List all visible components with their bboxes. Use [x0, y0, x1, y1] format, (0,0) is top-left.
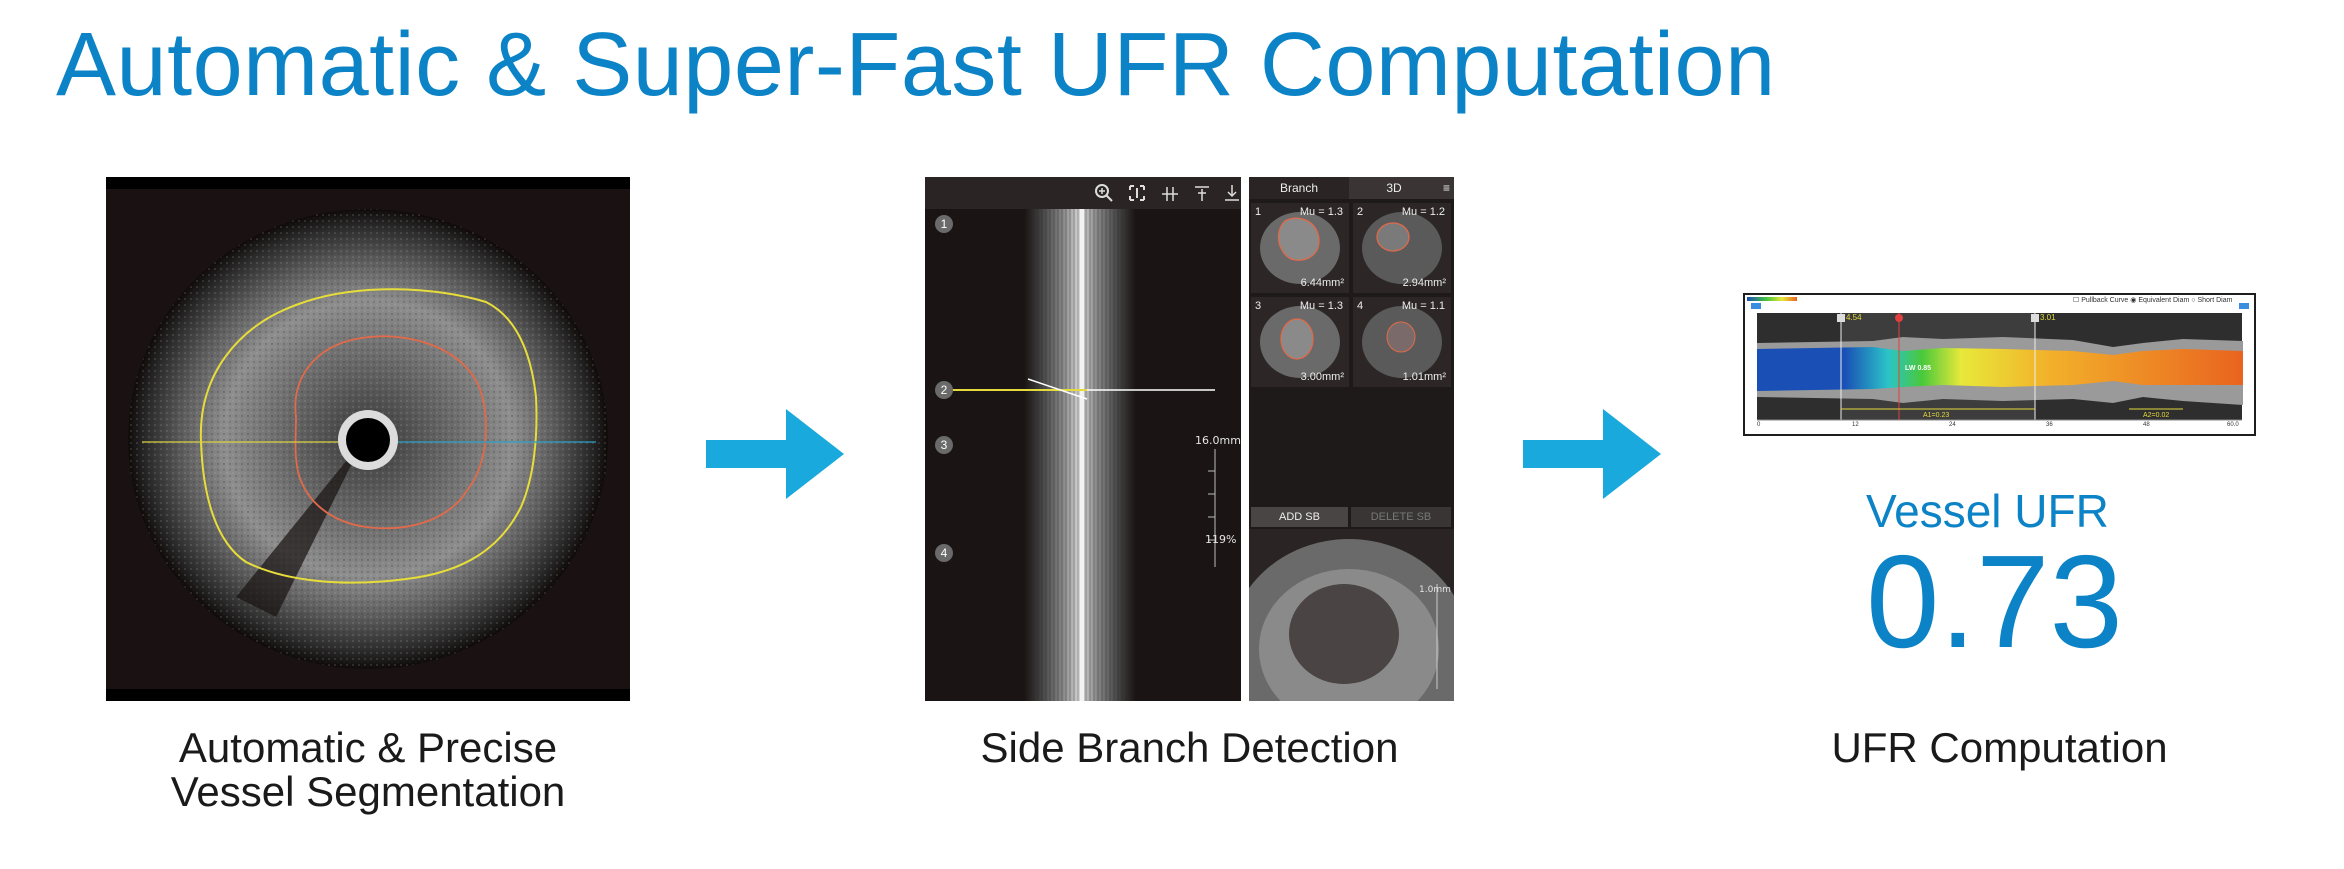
tab-branch[interactable]: Branch [1249, 177, 1349, 199]
branch-thumbnail-3[interactable]: 3 Mu = 1.3 3.00mm² [1251, 297, 1349, 387]
x-tick: 60.0 [2227, 422, 2239, 428]
preview-scale-label: 1.0mm [1419, 585, 1451, 595]
thumbnail-number: 4 [1357, 300, 1364, 312]
x-tick: 24 [1949, 422, 1956, 428]
thumbnail-area: 1.01mm² [1402, 371, 1446, 383]
segment-a2-label: A2=0.02 [2143, 412, 2170, 419]
branch-thumbnail-4[interactable]: 4 Mu = 1.1 1.01mm² [1353, 297, 1451, 387]
export-icon[interactable] [1221, 182, 1243, 204]
thumbnail-image [1260, 306, 1340, 378]
lumen-contour [294, 335, 487, 530]
side-branch-caption: Side Branch Detection [980, 724, 1399, 771]
longitudinal-image [945, 209, 1216, 701]
arrow-right-icon [1523, 409, 1661, 499]
branch-cross-section-preview [1249, 529, 1454, 701]
frame-marker-3[interactable]: 3 [935, 436, 953, 454]
equivalent-diam-label: Equivalent Diam [2138, 297, 2190, 304]
segmentation-caption-line2: Vessel Segmentation [170, 768, 566, 815]
pullback-curve-label: Pullback Curve [2081, 297, 2129, 304]
vessel-ufr-label: Vessel UFR [1866, 485, 2109, 537]
thumbnail-area: 6.44mm² [1300, 277, 1344, 289]
page-title: Automatic & Super-Fast UFR Computation [56, 15, 1776, 115]
thumbnail-mu: Mu = 1.2 [1401, 206, 1445, 218]
fit-icon[interactable] [1126, 182, 1148, 204]
longitudinal-view: 1 2 3 4 16.0mm 119% [925, 177, 1241, 701]
menu-icon[interactable]: ≡ [1439, 177, 1454, 199]
segmentation-caption-line1: Automatic & Precise [178, 724, 558, 771]
ufr-caption: UFR Computation [1831, 724, 2168, 771]
add-sb-button[interactable]: ADD SB [1251, 507, 1348, 527]
ivus-cross-section-image [106, 177, 630, 701]
thumbnail-area: 2.94mm² [1402, 277, 1446, 289]
thumbnail-mu: Mu = 1.3 [1299, 206, 1343, 218]
short-diam-label: Short Diam [2197, 297, 2233, 304]
frame-marker-2[interactable]: 2 [935, 381, 953, 399]
scale-zoom-label: 119% [1205, 533, 1237, 546]
pullback-curve-checkbox[interactable]: ☐ [2073, 297, 2080, 304]
distal-value: 3.01 [2040, 313, 2056, 322]
lumen-width-label: LW 0.85 [1905, 365, 1932, 372]
align-icon[interactable] [1191, 182, 1213, 204]
thumbnail-number: 3 [1255, 300, 1262, 312]
branch-thumbnail-1[interactable]: 1 Mu = 1.3 6.44mm² [1251, 203, 1349, 293]
thumbnail-mu: Mu = 1.1 [1401, 300, 1445, 312]
vessel-outer-contour [199, 288, 538, 584]
thumbnail-number: 1 [1255, 206, 1262, 218]
measure-icon[interactable] [1159, 182, 1181, 204]
thumbnail-image [1362, 306, 1442, 378]
ufr-pullback-chart: ☐ Pullback Curve ◉ Equivalent Diam ○ Sho… [1743, 293, 2256, 436]
longitudinal-toolbar [925, 177, 1241, 209]
thumbnail-number: 2 [1357, 206, 1364, 218]
chart-legend: ☐ Pullback Curve ◉ Equivalent Diam ○ Sho… [2073, 296, 2232, 304]
thumbnail-mu: Mu = 1.3 [1299, 300, 1343, 312]
scale-length-label: 16.0mm [1195, 434, 1241, 447]
proximal-value: 4.54 [1846, 313, 1862, 322]
frame-marker-4[interactable]: 4 [935, 544, 953, 562]
thumbnail-area: 3.00mm² [1300, 371, 1344, 383]
side-branch-panel: 1 2 3 4 16.0mm 119% Branch 3D ≡ 1 Mu = 1… [925, 177, 1454, 701]
arrow-right-icon [706, 409, 844, 499]
equivalent-diam-radio[interactable]: ◉ [2130, 297, 2137, 304]
vessel-ufr-value: 0.73 [1866, 528, 2123, 675]
segmentation-caption: Automatic & Precise Vessel Segmentation [130, 726, 606, 814]
x-axis-ticks: 0 12 24 36 48 60.0 [1757, 422, 2242, 432]
thumbnail-image [1362, 212, 1442, 284]
branch-thumbnail-2[interactable]: 2 Mu = 1.2 2.94mm² [1353, 203, 1451, 293]
x-tick: 48 [2143, 422, 2150, 428]
x-tick: 12 [1852, 422, 1859, 428]
short-diam-radio[interactable]: ○ [2191, 297, 2196, 304]
tab-3d[interactable]: 3D [1349, 177, 1439, 199]
thumbnail-image [1260, 212, 1340, 284]
delete-sb-button[interactable]: DELETE SB [1351, 507, 1451, 527]
x-tick: 0 [1757, 422, 1761, 428]
ufr-chart-graphic [1743, 293, 2256, 436]
frame-marker-1[interactable]: 1 [935, 215, 953, 233]
x-tick: 36 [2046, 422, 2053, 428]
segment-a1-label: A1=0.23 [1923, 412, 1950, 419]
branch-side-panel: Branch 3D ≡ 1 Mu = 1.3 6.44mm² 2 Mu = 1.… [1249, 177, 1454, 701]
zoom-icon[interactable] [1093, 182, 1115, 204]
